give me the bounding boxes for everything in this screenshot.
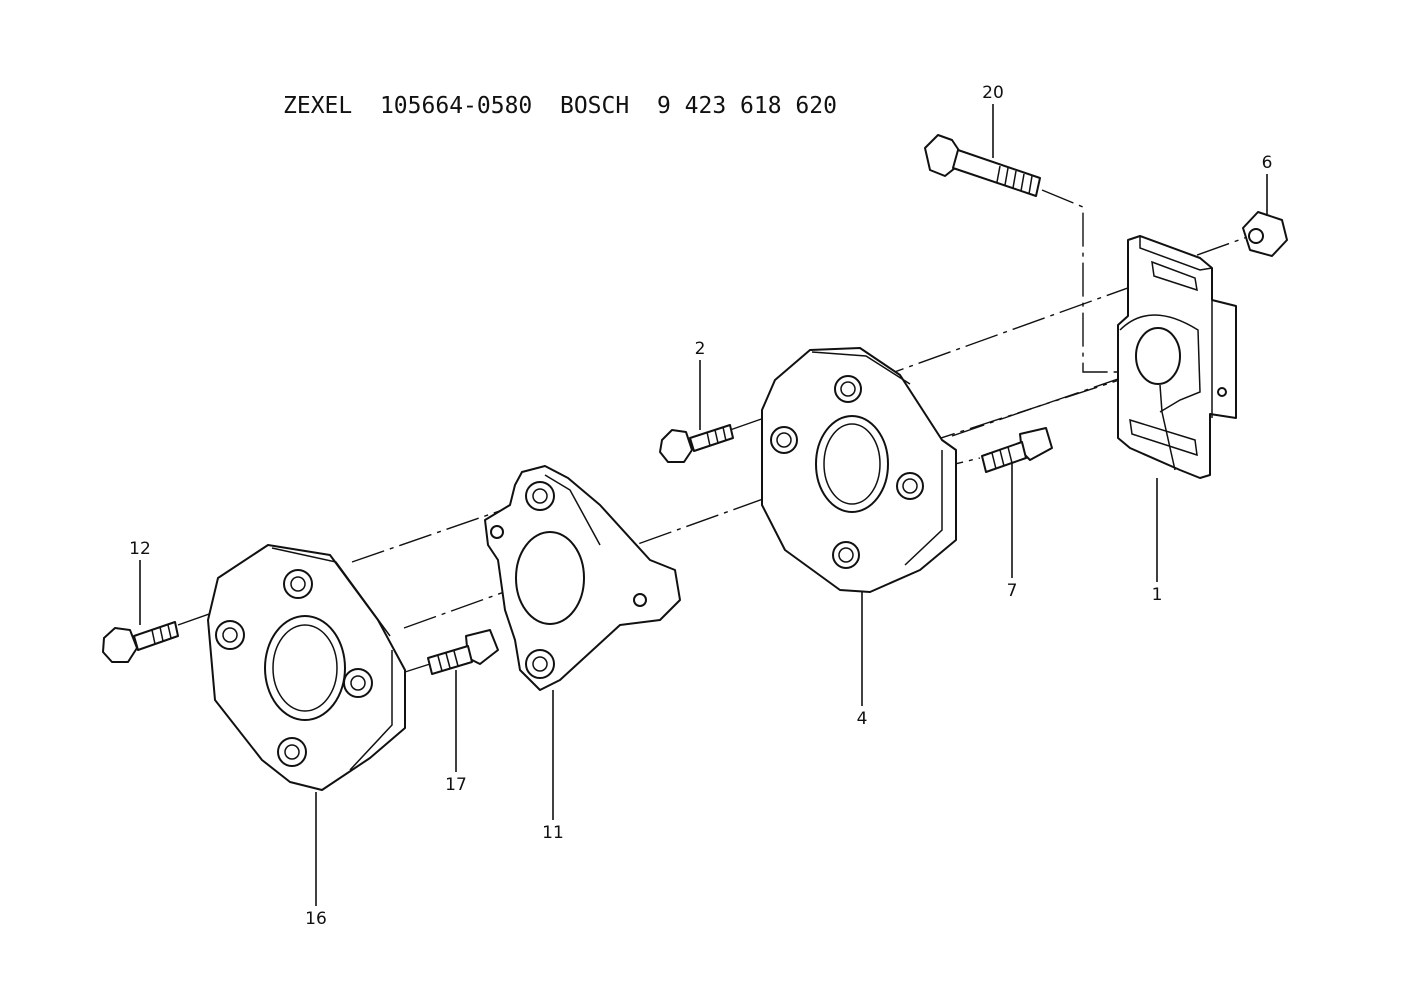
part-11-coupling <box>484 465 681 691</box>
callout-17: 17 <box>445 775 467 795</box>
callout-7: 7 <box>1007 581 1018 601</box>
title-maker-2: BOSCH <box>559 93 630 119</box>
callout-12: 12 <box>129 539 151 559</box>
callout-16: 16 <box>305 909 327 929</box>
title-maker-1: ZEXEL <box>283 93 353 119</box>
part-17-socket-screw <box>427 629 499 675</box>
title-part-number-2: 9 423 618 620 <box>656 93 837 119</box>
part-2-bolt <box>659 424 734 463</box>
part-20-long-bolt <box>924 134 1041 197</box>
part-4-flange <box>761 347 957 593</box>
part-1-bracket <box>1117 235 1237 479</box>
part-16-flange <box>207 544 406 791</box>
title-part-number-1: 105664-0580 <box>379 93 533 119</box>
part-7-socket-screw <box>981 427 1053 473</box>
callout-2: 2 <box>695 339 706 359</box>
callout-4: 4 <box>857 709 868 729</box>
callout-1: 1 <box>1152 585 1163 605</box>
callout-11: 11 <box>542 823 564 843</box>
part-6-nut <box>1242 211 1288 257</box>
leader-lines <box>139 104 1268 906</box>
callout-6: 6 <box>1262 153 1273 173</box>
callout-20: 20 <box>982 83 1004 103</box>
diagram-title: ZEXEL 105664-0580 BOSCH 9 423 618 620 <box>283 93 837 119</box>
part-12-bolt <box>102 621 179 663</box>
